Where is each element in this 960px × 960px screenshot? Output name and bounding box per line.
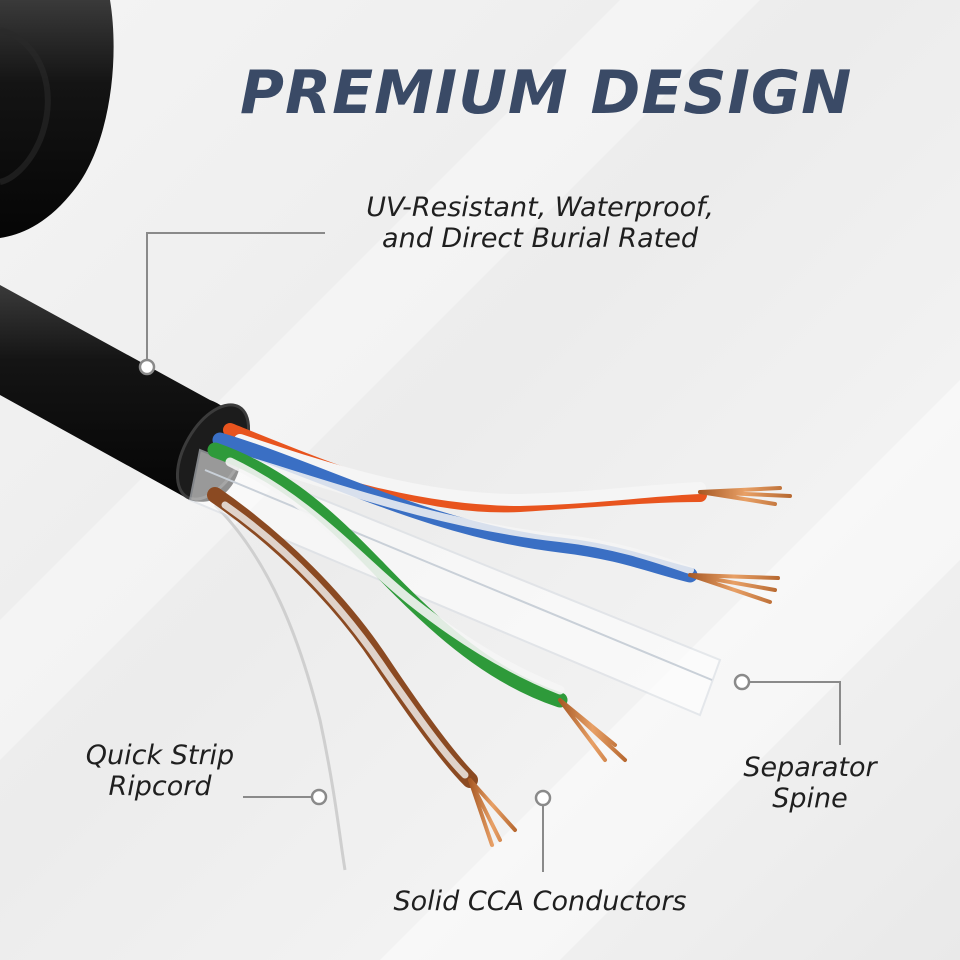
brown-copper-strands: [468, 778, 517, 847]
spine-callout-line2: Spine: [772, 783, 848, 815]
brown-white-wire: [221, 501, 469, 779]
conductors-callout-dot: [534, 789, 552, 807]
orange-white-wire: [234, 434, 706, 507]
green-white-wire: [225, 457, 565, 695]
headline: PREMIUM DESIGN: [240, 58, 853, 128]
separator-spine-edge: [204, 469, 713, 681]
blue-copper-strands: [688, 573, 780, 604]
jacket-callout-line2: and Direct Burial Rated: [382, 223, 698, 255]
orange-copper-strands: [698, 486, 792, 506]
spine-callout-label: Separator Spine: [720, 752, 900, 814]
ripcord-thread: [213, 503, 347, 871]
jacket-callout-dot: [138, 358, 156, 376]
spine-callout-dot: [733, 673, 751, 691]
light-band: [0, 0, 760, 760]
blue-wire: [212, 432, 698, 583]
cable-coil: [0, 0, 114, 238]
blue-white-wire: [226, 451, 694, 574]
jacket-callout-line1: UV-Resistant, Waterproof,: [366, 192, 714, 223]
green-copper-strands: [558, 698, 627, 762]
cable-coil-highlight: [0, 27, 51, 185]
spine-callout-line1: Separator: [743, 752, 877, 783]
cable-jacket: [0, 285, 242, 502]
jacket-callout-label: UV-Resistant, Waterproof, and Direct Bur…: [330, 192, 750, 254]
spine-leader-line: [750, 681, 841, 745]
ripcord-callout-line1: Quick Strip: [85, 740, 235, 771]
jacket-leader-line: [146, 232, 325, 365]
conductors-callout-label: Solid CCA Conductors: [393, 886, 687, 917]
ripcord-callout-label: Quick Strip Ripcord: [60, 740, 260, 802]
callout-lines: [146, 232, 841, 872]
ripcord-callout-line2: Ripcord: [108, 771, 212, 803]
ripcord-callout-dot: [310, 788, 328, 806]
callout-dots: [138, 358, 751, 807]
